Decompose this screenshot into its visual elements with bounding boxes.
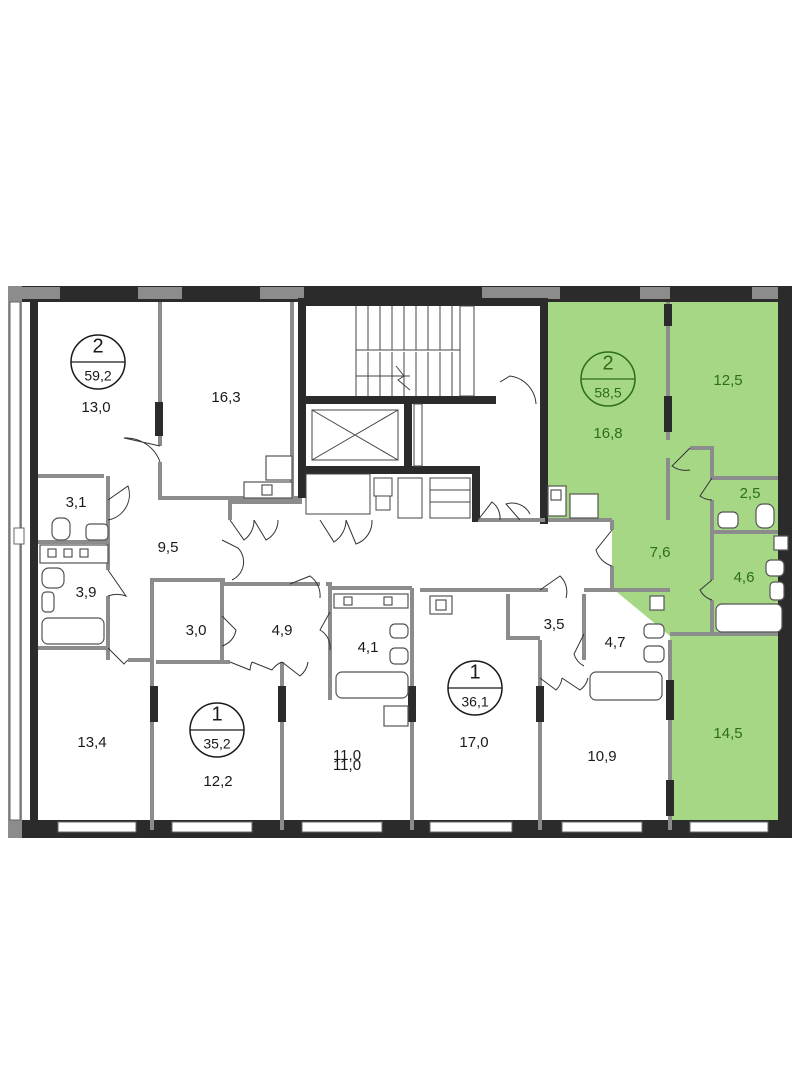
room-area: 4,6 — [734, 569, 755, 586]
wall-stubs — [150, 686, 674, 816]
room-area: 17,0 — [459, 734, 488, 751]
unit-area: 35,2 — [203, 736, 230, 752]
unit-area: 58,5 — [594, 385, 621, 401]
room-area: 11,0 — [333, 747, 361, 764]
toilet-icon — [765, 559, 785, 577]
room-area: 11,0 — [333, 757, 361, 774]
bathtub-icon — [715, 603, 783, 633]
fixtures — [39, 455, 789, 727]
unit-badge[interactable]: 1 35,2 — [189, 702, 245, 758]
room-area: 3,1 — [66, 494, 87, 511]
bottom-windows — [57, 821, 769, 833]
outer-walls — [8, 286, 792, 838]
room-area: 3,9 — [76, 584, 97, 601]
sink-icon — [769, 581, 785, 601]
unit-badge-highlighted[interactable]: 2 58,5 — [580, 351, 636, 407]
room-area: 4,7 — [605, 634, 626, 651]
sink-icon — [643, 645, 665, 663]
sink-icon — [389, 647, 409, 665]
bathtub-icon — [589, 671, 663, 701]
sink-icon — [85, 523, 109, 541]
highlighted-apartment-fill — [547, 302, 790, 824]
bathtub-icon — [41, 617, 105, 645]
stove-icon — [383, 705, 409, 727]
room-area: 9,5 — [158, 539, 179, 556]
room-area: 7,6 — [650, 544, 671, 561]
toilet-icon — [643, 623, 665, 639]
room-area: 12,2 — [203, 773, 232, 790]
room-area: 3,0 — [186, 622, 207, 639]
room-area: 2,5 — [740, 485, 761, 502]
toilet-icon — [51, 517, 71, 541]
stove-icon — [265, 455, 293, 481]
unit-badge[interactable]: 2 59,2 — [70, 334, 126, 390]
room-area: 13,4 — [77, 734, 106, 751]
unit-area: 59,2 — [84, 368, 111, 384]
sink-icon — [717, 511, 739, 529]
room-labels: 13,0 16,3 3,1 9,5 3,9 13,4 3,0 4,9 12,2 … — [66, 372, 761, 790]
room-area: 14,5 — [713, 725, 742, 742]
unit-rooms: 1 — [469, 661, 480, 683]
toilet-icon — [41, 567, 65, 589]
stair-core — [298, 298, 548, 524]
room-area: 12,5 — [713, 372, 742, 389]
unit-rooms: 2 — [602, 352, 613, 374]
room-area: 16,3 — [211, 389, 240, 406]
bathtub-icon — [335, 671, 409, 699]
sink-icon — [41, 591, 55, 613]
toilet-icon — [755, 503, 775, 529]
highlighted-apartment[interactable] — [547, 302, 790, 824]
room-area: 13,0 — [81, 399, 110, 416]
room-area: 16,8 — [593, 425, 622, 442]
unit-rooms: 2 — [92, 335, 103, 357]
toilet-icon — [389, 623, 409, 639]
doors — [107, 375, 713, 691]
room-area: 3,5 — [544, 616, 565, 633]
unit-badge[interactable]: 1 36,1 — [447, 660, 503, 716]
unit-area: 36,1 — [461, 694, 488, 710]
stove-icon — [569, 493, 599, 519]
room-area: 10,9 — [587, 748, 616, 765]
top-windows — [22, 287, 778, 299]
room-area: 4,9 — [272, 622, 293, 639]
unit-rooms: 1 — [211, 703, 222, 725]
room-area: 4,1 — [358, 639, 379, 656]
